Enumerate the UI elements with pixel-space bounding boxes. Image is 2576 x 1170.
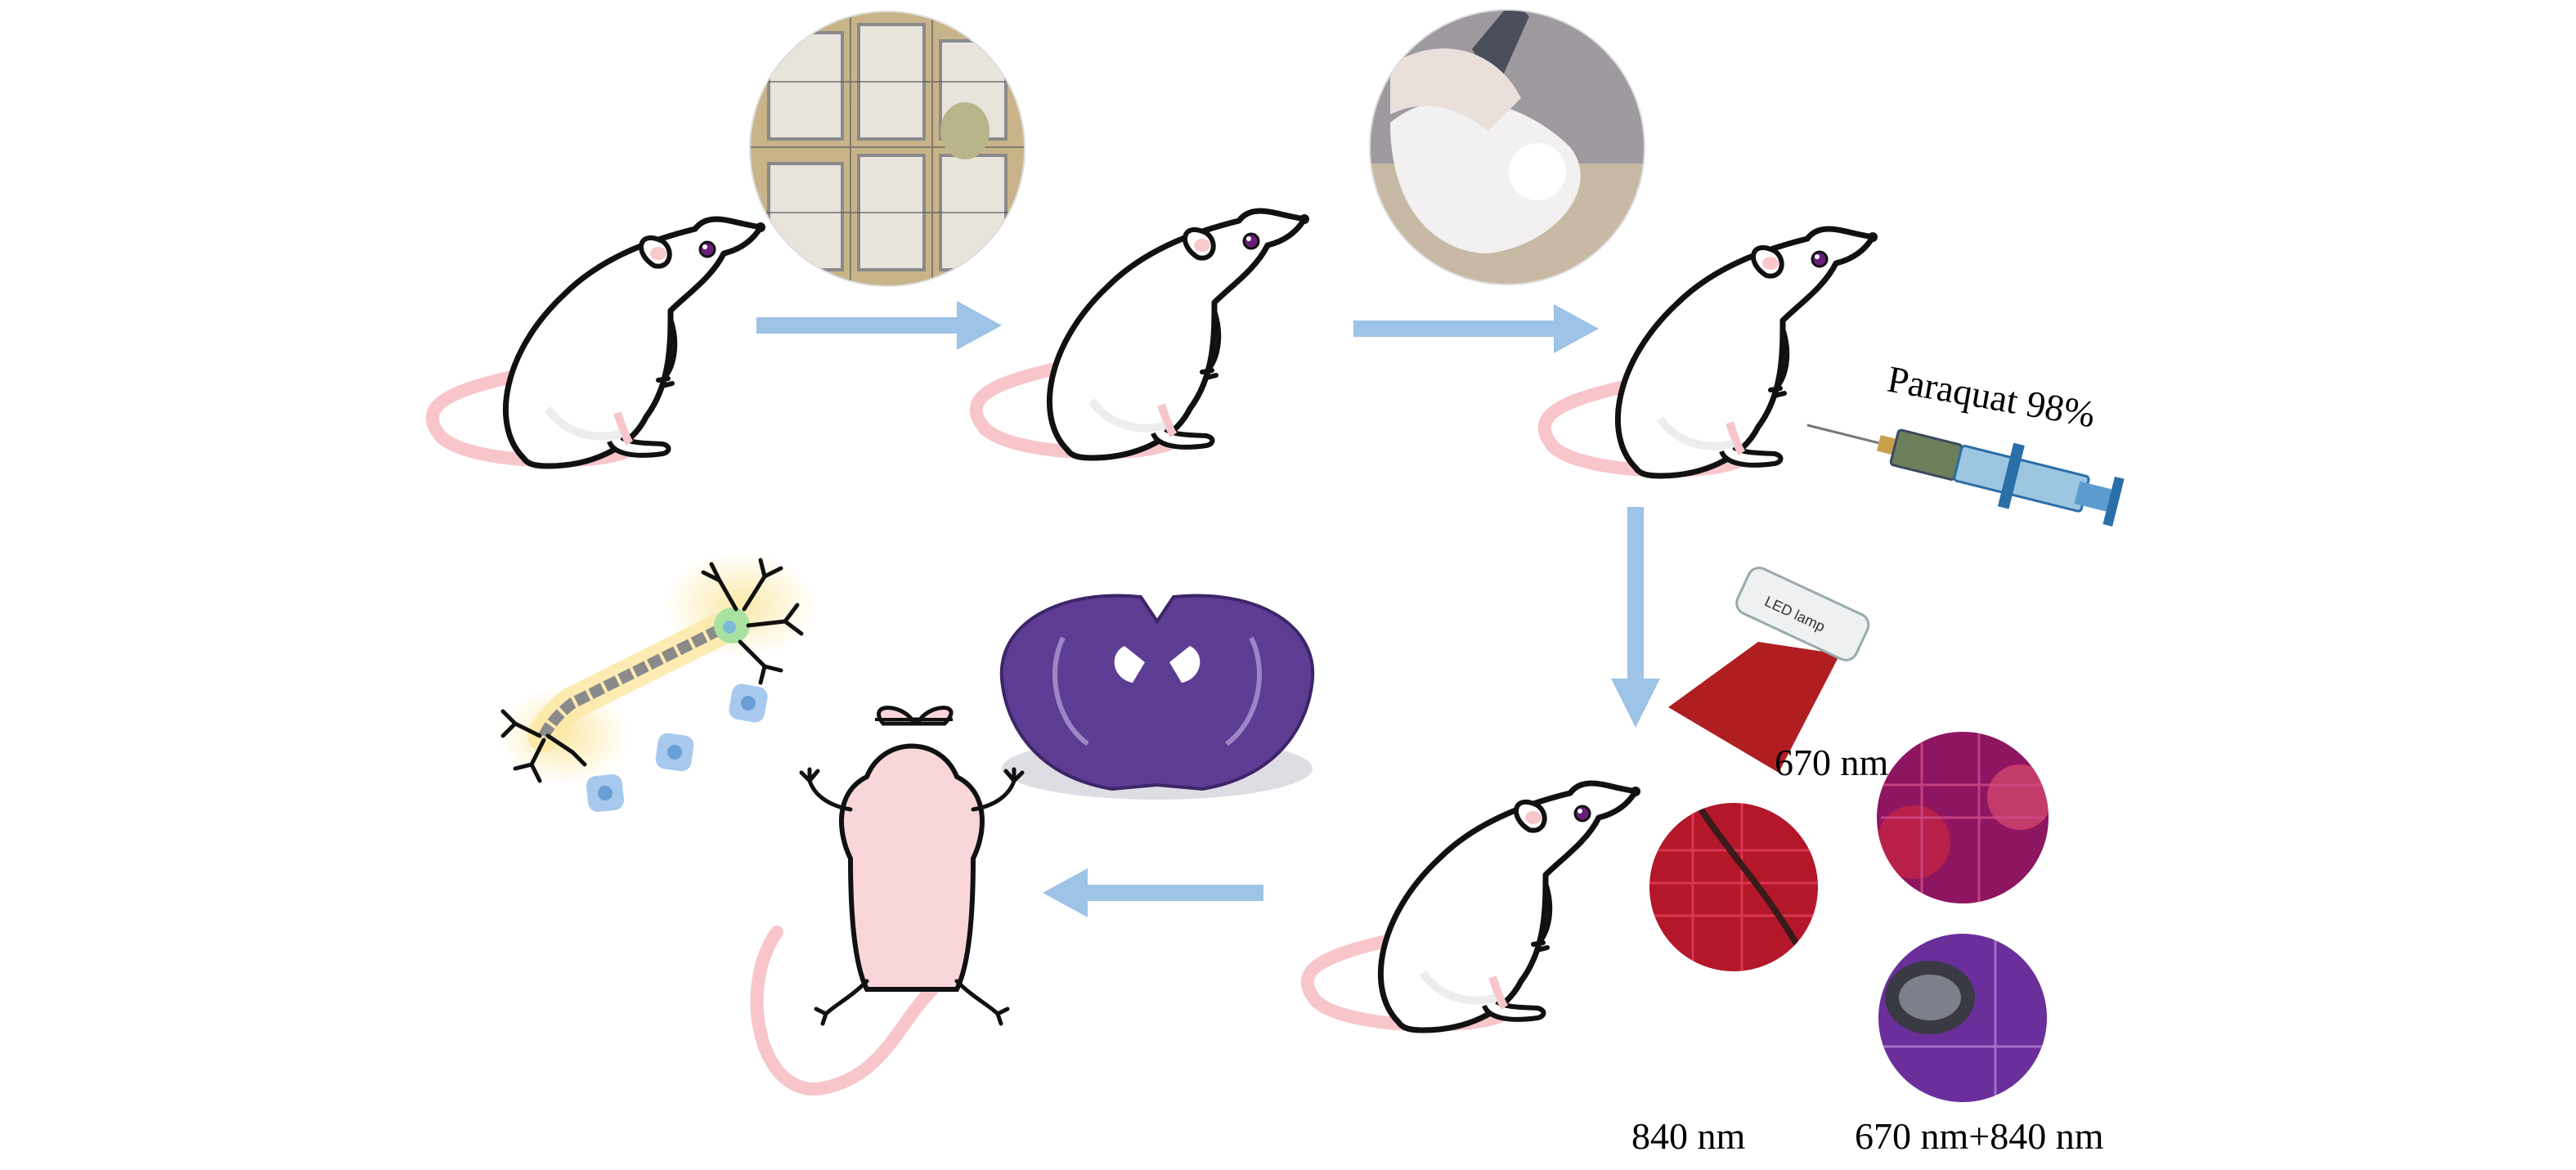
paraquat-label: Paraquat 98% bbox=[1884, 358, 2098, 436]
arrow-step-4 bbox=[1043, 868, 1263, 917]
arrow-step-3 bbox=[1611, 507, 1660, 728]
wavelength-combo-label: 670 nm+840 nm bbox=[1855, 1115, 2104, 1157]
photo-irradiation-combo bbox=[1878, 934, 2047, 1102]
led-lamp-icon: LED lamp bbox=[1668, 567, 1870, 773]
mouse-paraquat bbox=[1545, 229, 1878, 476]
photo-injection-handling bbox=[1369, 9, 1645, 285]
neuron-icon bbox=[499, 552, 818, 785]
mouse-supine bbox=[750, 706, 1025, 1096]
photo-housing-cages bbox=[749, 11, 1025, 287]
mouse-initial bbox=[433, 219, 765, 466]
arrow-step-1 bbox=[756, 301, 1002, 350]
syringe-icon bbox=[1806, 424, 2125, 527]
mouse-handling bbox=[976, 211, 1309, 458]
mouse-irradiation bbox=[1308, 783, 1640, 1030]
brain-section-icon bbox=[999, 594, 1315, 800]
wavelength-840-label: 840 nm bbox=[1631, 1115, 1746, 1157]
photo-irradiation-670 bbox=[1877, 732, 2049, 903]
glial-cells-icon bbox=[586, 684, 768, 812]
arrow-step-2 bbox=[1353, 304, 1599, 353]
photo-irradiation-840 bbox=[1649, 803, 1818, 971]
wavelength-670-label: 670 nm bbox=[1775, 742, 1889, 783]
